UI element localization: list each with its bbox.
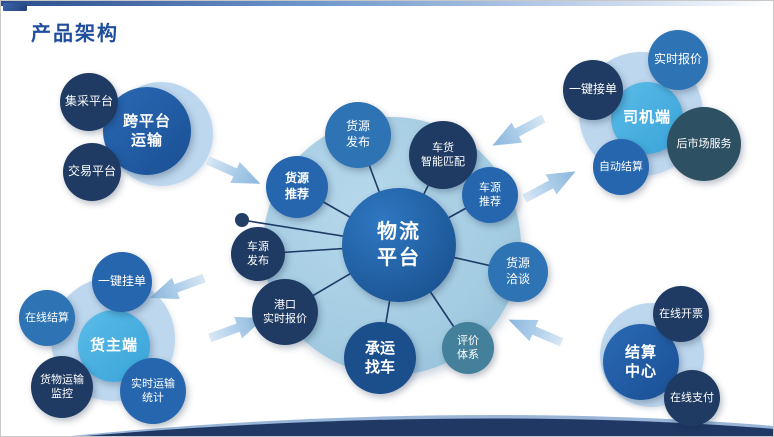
node-cargo-publish: 货源 发布 — [325, 102, 391, 168]
node-evaluation-system: 评价 体系 — [442, 322, 494, 374]
top-accent-bar — [1, 1, 773, 6]
node-auto-settlement: 自动结算 — [593, 139, 649, 195]
node-purchase-platform: 集采平台 — [60, 73, 118, 131]
node-online-invoice: 在线开票 — [653, 286, 709, 342]
flow-arrow-driver-to-center-icon — [486, 107, 549, 157]
node-carrier-find-truck: 承运 找车 — [344, 322, 416, 394]
node-truck-source-recommend: 车源 推荐 — [462, 167, 518, 223]
page-title: 产品架构 — [31, 23, 119, 45]
node-online-payment: 在线支付 — [664, 370, 720, 426]
node-cargo-transport-monitor: 货物运输 监控 — [31, 356, 93, 418]
node-truck-publish: 车源 发布 — [231, 227, 285, 281]
node-one-click-accept: 一键接单 — [563, 60, 623, 120]
flow-arrow-center-to-driver-icon — [518, 160, 581, 210]
flow-arrow-crossplatform-to-center-icon — [202, 148, 266, 195]
node-cargo-recommend: 货源 推荐 — [266, 156, 328, 218]
node-online-settlement: 在线结算 — [19, 290, 75, 346]
node-trading-platform: 交易平台 — [63, 143, 121, 201]
node-aftermarket-service: 后市场服务 — [667, 107, 741, 181]
corner-accent — [3, 3, 27, 11]
node-one-click-post: 一键挂单 — [92, 252, 152, 312]
flow-arrow-settlement-to-center-icon — [503, 308, 567, 355]
small-node-dot — [235, 213, 249, 227]
node-realtime-quote: 实时报价 — [648, 30, 708, 90]
node-logistics-platform-core: 物流 平台 — [342, 188, 456, 302]
node-port-realtime-quote: 港口 实时报价 — [252, 279, 318, 345]
node-cargo-negotiation: 货源 洽谈 — [488, 242, 548, 302]
node-realtime-transport-stats: 实时运输 统计 — [120, 358, 186, 424]
